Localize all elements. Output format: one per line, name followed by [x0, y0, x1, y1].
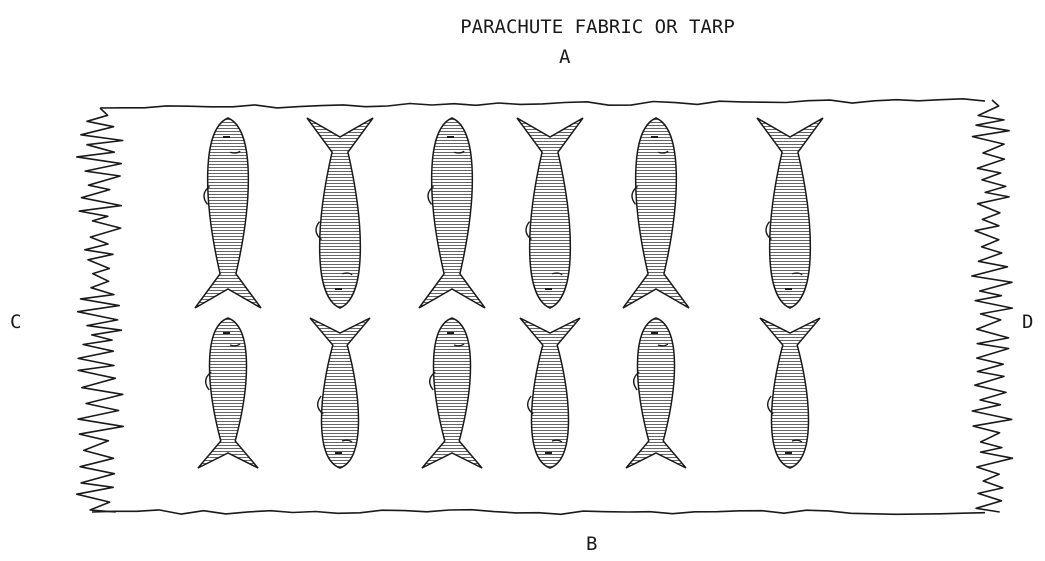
fish-body — [626, 318, 686, 468]
fish-body — [520, 318, 580, 468]
fish-r1-c2 — [307, 118, 373, 308]
fish-r2-c2 — [310, 318, 370, 468]
tarp-top-edge — [100, 99, 985, 108]
fish-r2-c1 — [198, 318, 258, 468]
fish-body — [198, 318, 258, 468]
fish-body — [310, 318, 370, 468]
fish-r1-c3 — [419, 118, 485, 308]
fish-grid — [195, 118, 823, 468]
fish-r1-c4 — [517, 118, 583, 308]
fish-r2-c5 — [626, 318, 686, 468]
fish-r2-c4 — [520, 318, 580, 468]
fish-body — [419, 118, 485, 308]
fish-body — [422, 318, 482, 468]
fish-body — [195, 118, 261, 308]
fish-body — [760, 318, 820, 468]
fish-r2-c6 — [760, 318, 820, 468]
fish-r1-c5 — [623, 118, 689, 308]
fish-r1-c1 — [195, 118, 261, 308]
fish-body — [517, 118, 583, 308]
fish-body — [623, 118, 689, 308]
fish-body — [757, 118, 823, 308]
fish-body — [307, 118, 373, 308]
fish-r2-c3 — [422, 318, 482, 468]
tarp-left-edge — [77, 108, 123, 512]
fish-r1-c6 — [757, 118, 823, 308]
tarp-right-edge — [972, 100, 1013, 512]
tarp-bottom-edge — [92, 510, 985, 515]
